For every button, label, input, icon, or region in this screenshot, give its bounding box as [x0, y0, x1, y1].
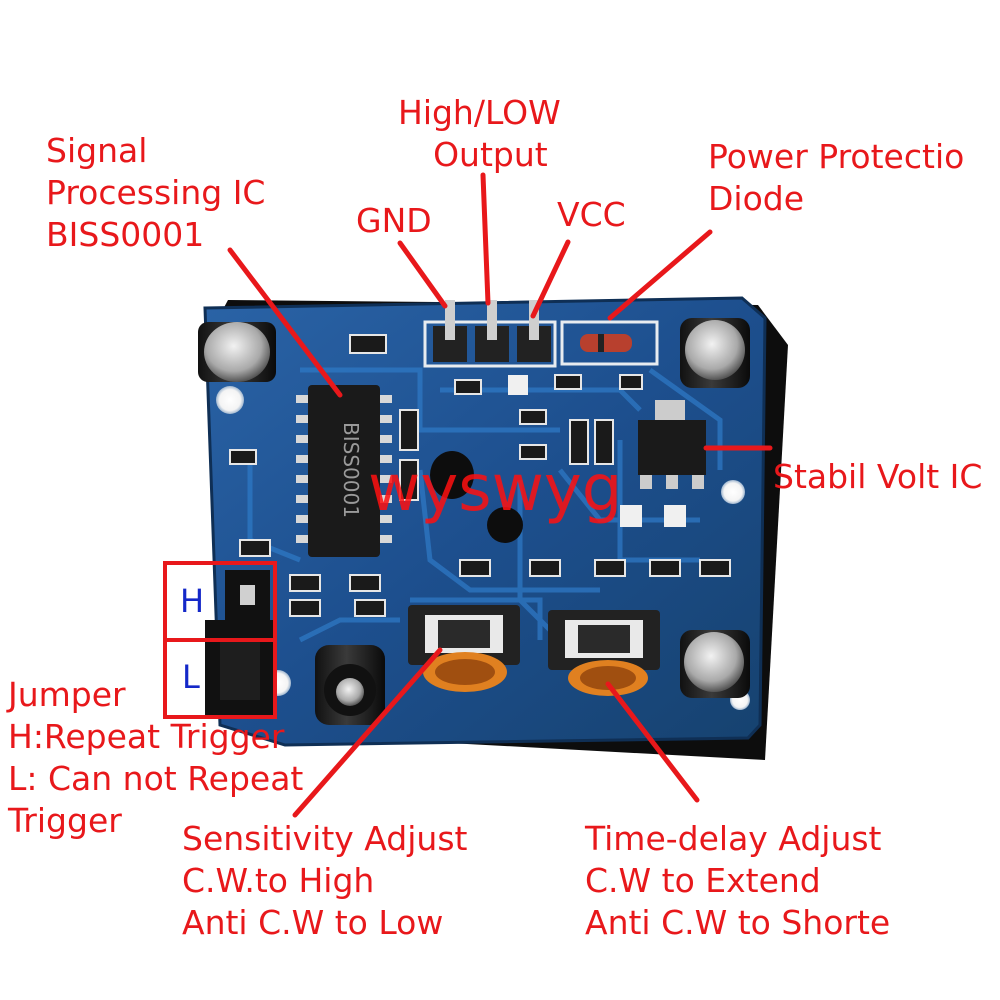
- mount-hole: [216, 386, 244, 414]
- power-protect-line-2: Diode: [708, 179, 805, 218]
- jumper-h-label: H: [180, 582, 205, 620]
- smd-components: [229, 334, 731, 617]
- signal-ic-line-1: Signal: [46, 131, 148, 170]
- pad: [664, 505, 686, 527]
- transistor: [430, 451, 523, 543]
- sensitivity-pot: [408, 605, 520, 692]
- pad: [508, 375, 528, 395]
- timedelay-label: Time-delay Adjust C.W to Extend Anti C.W…: [585, 818, 890, 944]
- power-protect-label: Power Protectio Diode: [708, 136, 964, 220]
- jumper-line-2: H:Repeat Trigger: [8, 717, 285, 756]
- high-low-line-1: High/LOW: [398, 93, 561, 132]
- jumper-line-3: L: Can not Repeat: [8, 759, 304, 798]
- capacitor-top-left: [198, 322, 276, 382]
- power-protect-line-1: Power Protectio: [708, 137, 965, 176]
- stabil-volt-label: Stabil Volt IC: [773, 457, 983, 496]
- timedelay-pot: [548, 610, 660, 696]
- timedelay-line-1: Time-delay Adjust: [585, 819, 882, 858]
- pointer-lines: [227, 172, 773, 818]
- chip-marking: BISS0001: [339, 422, 363, 518]
- capacitor-top-right: [680, 318, 750, 388]
- biss0001-chip: BISS0001: [296, 385, 392, 557]
- jumper-line-4: Trigger: [8, 801, 122, 840]
- jumper-label: Jumper H:Repeat Trigger L: Can not Repea…: [8, 674, 303, 842]
- sensitivity-label: Sensitivity Adjust C.W.to High Anti C.W …: [182, 818, 467, 944]
- high-low-line-2: Output: [433, 135, 548, 174]
- header-pins: [423, 300, 557, 368]
- sensitivity-line-3: Anti C.W to Low: [182, 903, 444, 942]
- sensitivity-line-2: C.W.to High: [182, 861, 375, 900]
- mount-hole: [721, 480, 745, 504]
- jumper-boxes: [163, 561, 277, 719]
- watermark-text: wyswyg: [368, 452, 623, 526]
- sensitivity-line-1: Sensitivity Adjust: [182, 819, 468, 858]
- capacitor-bottom-right: [680, 630, 750, 698]
- jumper-line-1: Jumper: [8, 675, 126, 714]
- voltage-regulator: [638, 400, 706, 489]
- high-low-label: High/LOW Output: [398, 92, 561, 176]
- pad: [620, 505, 642, 527]
- jumper-block: [205, 570, 275, 718]
- capacitor-bottom-left: [315, 645, 385, 725]
- signal-ic-label: Signal Processing IC BISS0001: [46, 130, 265, 256]
- signal-ic-line-2: Processing IC: [46, 173, 266, 212]
- timedelay-line-2: C.W to Extend: [585, 861, 821, 900]
- power-diode: [560, 320, 659, 366]
- jumper-l-label: L: [182, 658, 200, 696]
- timedelay-line-3: Anti C.W to Shorte: [585, 903, 891, 942]
- signal-ic-line-3: BISS0001: [46, 215, 205, 254]
- gnd-label: GND: [356, 201, 432, 240]
- vcc-label: VCC: [557, 195, 626, 234]
